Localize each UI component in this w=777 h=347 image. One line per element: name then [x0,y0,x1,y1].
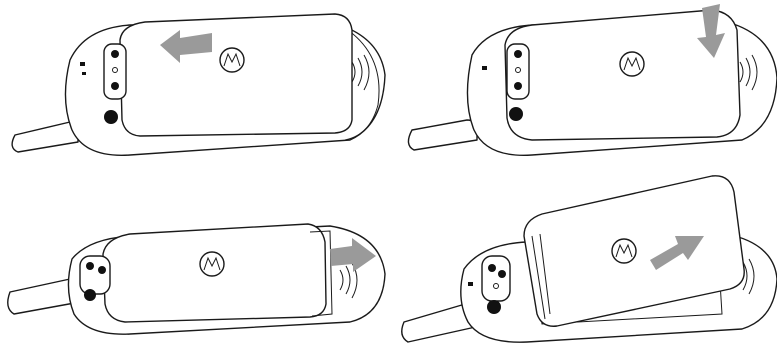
motorola-logo-icon [620,52,644,76]
step-2-panel [392,0,777,173]
phone-illustration [392,174,777,347]
motorola-logo-icon [220,48,244,72]
side-notch [80,62,85,66]
step-3-panel [0,174,388,347]
antenna [408,120,477,150]
battery-contacts [482,256,510,301]
phone-illustration [0,174,388,347]
step-4-panel [392,174,777,347]
motorola-logo-icon [612,239,636,263]
battery-contacts [507,44,529,99]
step-1-panel [0,0,388,173]
antenna [12,122,78,152]
phone-illustration [392,0,777,173]
release-button [487,300,501,314]
battery-contacts [104,44,126,99]
battery-cover [505,10,740,140]
side-notch [482,66,487,70]
side-notch [82,72,86,75]
motorola-logo-icon [200,252,224,276]
battery-contacts [80,256,110,294]
release-button [104,110,118,124]
release-button [84,289,96,301]
side-notch [468,282,473,286]
battery-cover [120,14,352,136]
phone-illustration [0,0,388,173]
release-button [509,107,523,121]
